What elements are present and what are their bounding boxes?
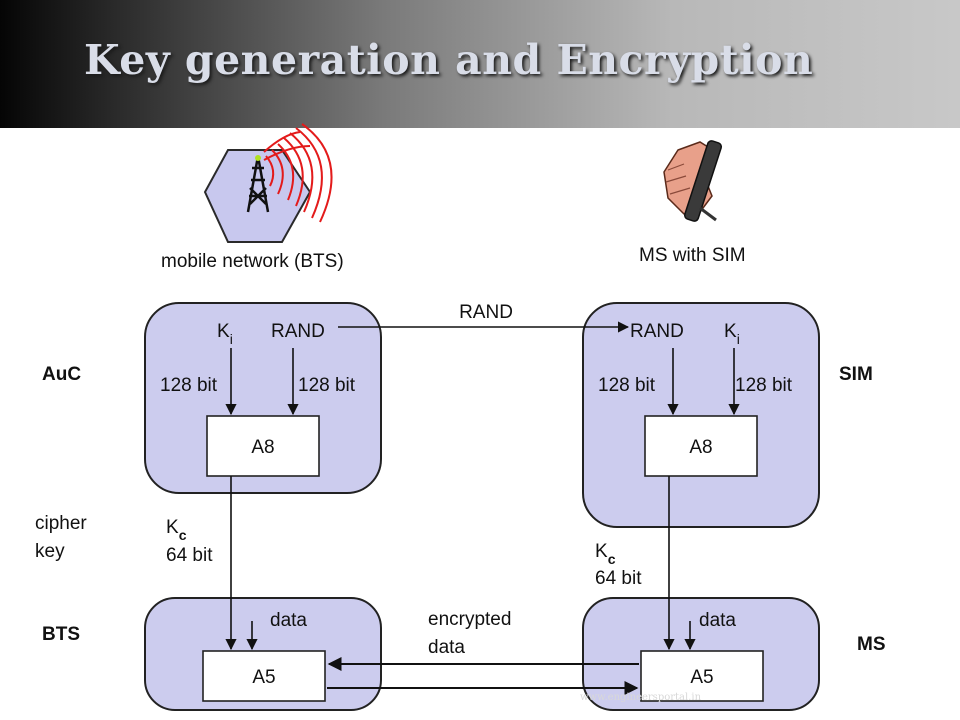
ms-label: MS (857, 634, 886, 655)
kc-left-bits: 64 bit (166, 545, 213, 566)
cipher-key-line1: cipher (35, 513, 87, 534)
bts-caption: mobile network (BTS) (161, 251, 344, 272)
bts-label: BTS (42, 624, 80, 645)
auc-a8-box (206, 415, 320, 477)
rand-transfer-label: RAND (459, 302, 513, 323)
watermark: www.engineersportal.in (580, 692, 702, 703)
sim-a8-label: A8 (689, 437, 712, 458)
kc-right-label: Kc (595, 541, 616, 567)
sim-ki-bits: 128 bit (735, 375, 793, 396)
auc-a8-label: A8 (251, 437, 274, 458)
sim-rand-bits: 128 bit (598, 375, 656, 396)
auc-panel (144, 302, 382, 494)
slide-title: Key generation and Encryption (84, 36, 814, 84)
sim-panel (582, 302, 820, 528)
encrypted-line2: data (428, 637, 465, 658)
bts-data-label: data (270, 610, 307, 631)
ms-a5-label: A5 (690, 667, 713, 688)
mobile-phone-icon (663, 140, 723, 222)
title-bar: Key generation and Encryption (0, 0, 960, 128)
cipher-key-line2: key (35, 541, 65, 562)
bts-a5-box (202, 650, 326, 702)
ms-caption: MS with SIM (639, 245, 746, 266)
sim-ki-label: Ki (724, 321, 740, 347)
bts-a5-label: A5 (252, 667, 275, 688)
ms-a5-box (640, 650, 764, 702)
sim-a8-box (644, 415, 758, 477)
auc-ki-label: Ki (217, 321, 233, 347)
sim-rand-label: RAND (630, 321, 684, 342)
bts-tower-icon (203, 123, 333, 243)
ms-data-label: data (699, 610, 736, 631)
encrypted-line1: encrypted (428, 609, 511, 630)
auc-label: AuC (42, 364, 81, 385)
auc-rand-bits: 128 bit (298, 375, 356, 396)
auc-rand-label: RAND (271, 321, 325, 342)
sim-label: SIM (839, 364, 873, 385)
kc-left-label: Kc (166, 517, 187, 543)
kc-right-bits: 64 bit (595, 568, 642, 589)
auc-ki-bits: 128 bit (160, 375, 218, 396)
